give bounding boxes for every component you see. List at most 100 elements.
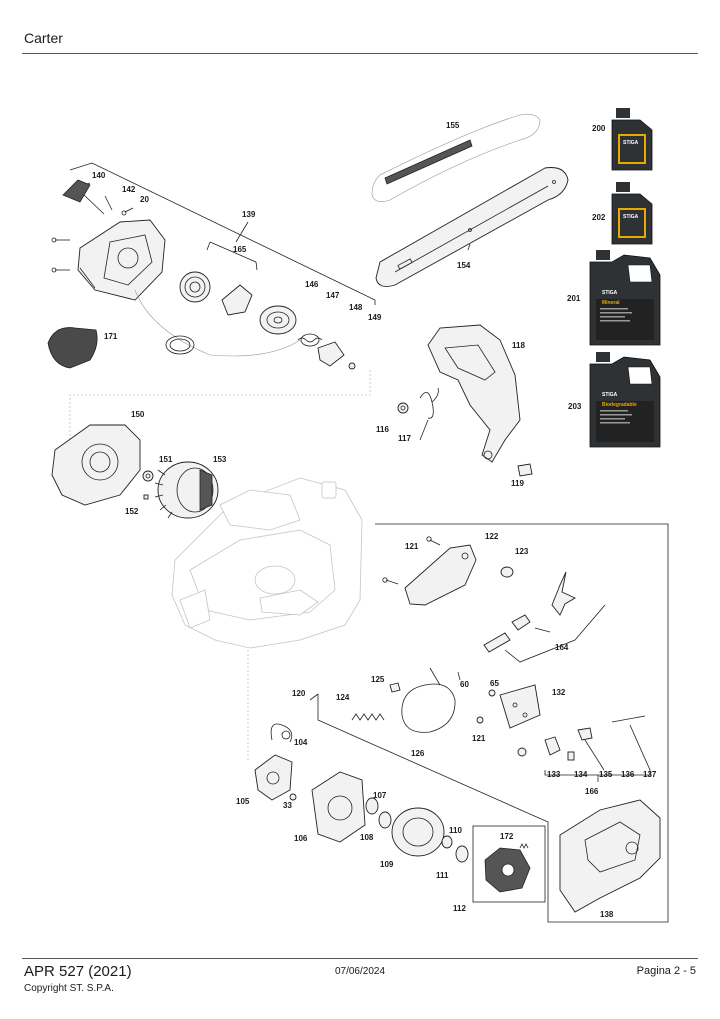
brake-pin	[457, 671, 461, 681]
part-label: 106	[294, 834, 308, 843]
leader-120	[309, 693, 319, 701]
starter-rope	[134, 289, 301, 357]
page-title: Carter	[24, 30, 63, 46]
part-label: 109	[380, 860, 394, 869]
part-label: 108	[360, 833, 374, 842]
part-label: 149	[368, 313, 382, 322]
needle-bearing	[378, 811, 392, 829]
part-label: 33	[283, 801, 292, 810]
model-name: APR 527 (2021)	[24, 963, 132, 980]
part-label: 107	[373, 791, 387, 800]
starter-pulley	[259, 305, 297, 335]
part-label: 132	[552, 688, 566, 697]
oil-bottle-201: STIGA Mineral	[589, 250, 661, 346]
part-label: 152	[125, 507, 139, 516]
pulley-screw	[348, 362, 356, 370]
part-label: 203	[568, 402, 582, 411]
pawl	[317, 341, 345, 367]
flywheel-key	[143, 494, 149, 500]
hand-guard	[427, 324, 521, 463]
part-label: 117	[398, 434, 411, 443]
leader-136	[584, 739, 605, 771]
oil-bottle-202: STIGA	[611, 182, 653, 245]
part-label: 123	[515, 547, 529, 556]
part-label: 201	[567, 294, 581, 303]
brand-text: STIGA	[623, 140, 639, 146]
part-label: 120	[292, 689, 306, 698]
part-label: 134	[574, 770, 588, 779]
brake-band	[401, 667, 456, 733]
brake-assembly-frame	[317, 523, 669, 923]
part-label: 20	[140, 195, 149, 204]
brake-spring	[351, 713, 385, 721]
bottle-label-text: Mineral	[602, 300, 620, 306]
pulley-spring	[297, 333, 323, 347]
sprocket-cover	[559, 799, 661, 913]
part-label: 125	[371, 675, 385, 684]
clutch-spring	[519, 843, 529, 849]
part-label: 133	[547, 770, 561, 779]
starter-cover	[77, 219, 166, 301]
part-label: 137	[643, 770, 657, 779]
part-label: 146	[305, 280, 319, 289]
part-label: 140	[92, 171, 106, 180]
part-labels: 140 142 20 139 165 146 147 148 149 171 1…	[92, 121, 657, 919]
header-divider	[22, 53, 698, 54]
part-label: 116	[376, 425, 389, 434]
part-label: 121	[405, 542, 419, 551]
part-label: 151	[159, 455, 173, 464]
brake-bracket	[404, 544, 477, 606]
part-label: 112	[453, 904, 466, 913]
part-label: 150	[131, 410, 145, 419]
starter-screws	[51, 207, 134, 273]
crankcase-housing	[171, 477, 363, 649]
part-label: 148	[349, 303, 363, 312]
pump-screw	[289, 793, 297, 801]
print-date: 07/06/2024	[334, 966, 386, 977]
brand-text: STIGA	[602, 290, 618, 296]
decal-plate	[47, 327, 98, 369]
guide-bar	[375, 167, 569, 287]
part-label: 138	[600, 910, 614, 919]
bottle-label-text: Biodegradable	[602, 402, 637, 408]
small-parts-133-137	[476, 689, 646, 761]
clutch-washer	[365, 797, 379, 815]
leader-154	[467, 243, 471, 251]
leader-137	[629, 724, 651, 771]
bottom-bracket-166	[544, 770, 651, 776]
brand-text: STIGA	[623, 214, 639, 220]
clutch-plate	[311, 771, 366, 843]
rewind-spring	[179, 271, 211, 303]
part-label: 172	[500, 832, 514, 841]
part-label: 118	[512, 341, 525, 350]
part-label: 126	[411, 749, 425, 758]
part-label: 104	[294, 738, 308, 747]
guard-washer	[397, 402, 409, 414]
part-label: 60	[460, 680, 469, 689]
oil-pump	[254, 754, 293, 801]
copyright: Copyright ST. S.P.A.	[24, 983, 114, 994]
part-label: 171	[104, 332, 118, 341]
part-label: 154	[457, 261, 471, 270]
part-label: 164	[555, 643, 569, 652]
spring-cover	[221, 284, 253, 316]
part-label: 136	[621, 770, 635, 779]
starter-handle	[62, 179, 113, 215]
brand-text: STIGA	[602, 392, 618, 398]
page-number: Pagina 2 - 5	[636, 965, 696, 977]
leader-117	[419, 419, 429, 441]
clutch-box	[472, 825, 546, 903]
drum-washer	[455, 845, 469, 863]
starter-group-bracket	[69, 162, 376, 305]
bushing	[500, 566, 514, 578]
part-label: 142	[122, 185, 136, 194]
part-label: 155	[446, 121, 460, 130]
clutch-shoe	[484, 847, 531, 893]
footer-divider	[22, 958, 698, 959]
oil-bottle-200: STIGA	[611, 108, 653, 171]
part-label: 135	[599, 770, 613, 779]
flywheel	[154, 461, 219, 519]
part-label: 122	[485, 532, 499, 541]
part-label: 165	[233, 245, 247, 254]
